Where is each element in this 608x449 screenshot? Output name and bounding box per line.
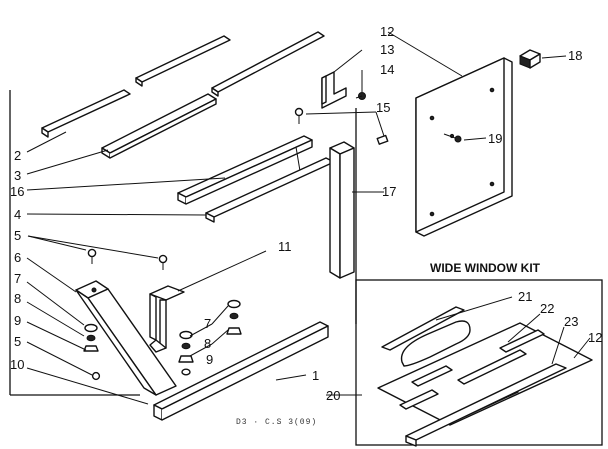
- callout-7a: 7: [14, 271, 21, 286]
- screw-15a: [294, 107, 304, 124]
- callout-9a: 9: [14, 313, 21, 328]
- footer-code: D3 · C.S 3(09): [236, 418, 317, 427]
- callout-20: 20: [326, 388, 340, 403]
- top-bar-right: [211, 31, 325, 97]
- callout-2: 2: [14, 148, 21, 163]
- screw-19: [443, 133, 462, 143]
- screw-5b: [158, 254, 168, 270]
- support-bracket-6: [75, 280, 177, 396]
- hardware-stack-right: [178, 299, 242, 376]
- callout-8b: 8: [204, 336, 211, 351]
- clip-13: [321, 71, 347, 109]
- callout-16: 16: [10, 184, 24, 199]
- kit-title: WIDE WINDOW KIT: [430, 261, 541, 275]
- top-channel-2: [41, 89, 131, 138]
- callout-14: 14: [380, 62, 394, 77]
- callout-8a: 8: [14, 291, 21, 306]
- lower-guide-4: [205, 157, 335, 223]
- callout-7b: 7: [204, 316, 211, 331]
- callout-9b: 9: [206, 352, 213, 367]
- support-channel-11: [149, 285, 185, 353]
- callout-21: 21: [518, 289, 532, 304]
- callout-1: 1: [312, 368, 319, 383]
- callout-10: 10: [10, 357, 24, 372]
- callout-12b: 12: [588, 330, 602, 345]
- side-panel-12: [415, 57, 513, 237]
- callout-4: 4: [14, 207, 21, 222]
- screw-5a: [87, 248, 97, 264]
- callout-13: 13: [380, 42, 394, 57]
- guide-channel-16: [177, 135, 313, 205]
- callout-23: 23: [564, 314, 578, 329]
- screw-15b: [376, 134, 389, 145]
- block-18: [519, 49, 541, 69]
- hardware-stack-left: [83, 323, 101, 381]
- top-bar-left: [135, 35, 231, 87]
- callout-22: 22: [540, 301, 554, 316]
- wide-window-kit-box: [355, 279, 603, 446]
- callout-11: 11: [278, 239, 292, 254]
- callout-18: 18: [568, 48, 582, 63]
- callout-5b: 5: [14, 334, 21, 349]
- leader-lines: [26, 31, 591, 405]
- callout-labels: 2 3 16 4 5 6 7 8 9 5 10 11 7 8 9 1 12 13…: [10, 24, 602, 403]
- upper-channel-3: [101, 93, 217, 159]
- angle-strip-23: [405, 363, 567, 447]
- callout-19: 19: [488, 131, 502, 146]
- sill-angle-10: [153, 321, 329, 421]
- post-17: [329, 141, 355, 279]
- callout-3: 3: [14, 168, 21, 183]
- callout-6: 6: [14, 250, 21, 265]
- callout-17: 17: [382, 184, 396, 199]
- screw-14: [355, 92, 366, 100]
- callout-15: 15: [376, 100, 390, 115]
- callout-5a: 5: [14, 228, 21, 243]
- callout-12: 12: [380, 24, 394, 39]
